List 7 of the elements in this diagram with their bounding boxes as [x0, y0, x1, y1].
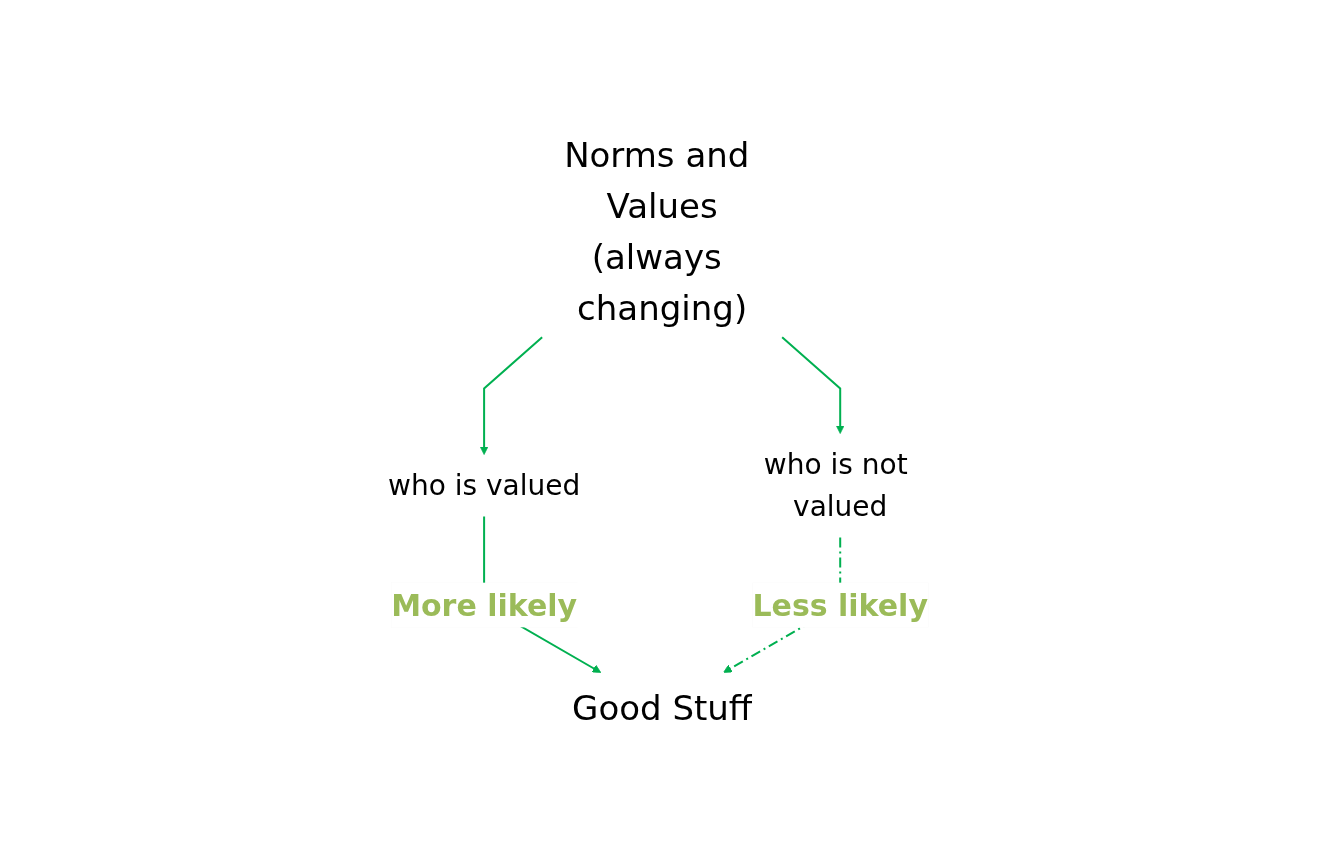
node-text: Norms and Values (always changing) [564, 134, 750, 328]
arrow [781, 336, 845, 434]
arrow [479, 336, 544, 455]
node-text: who is valued [387, 468, 581, 502]
node-text: who is not valued [763, 447, 908, 523]
edge-label: More likely [391, 587, 577, 623]
edge-label: Less likely [752, 587, 928, 623]
